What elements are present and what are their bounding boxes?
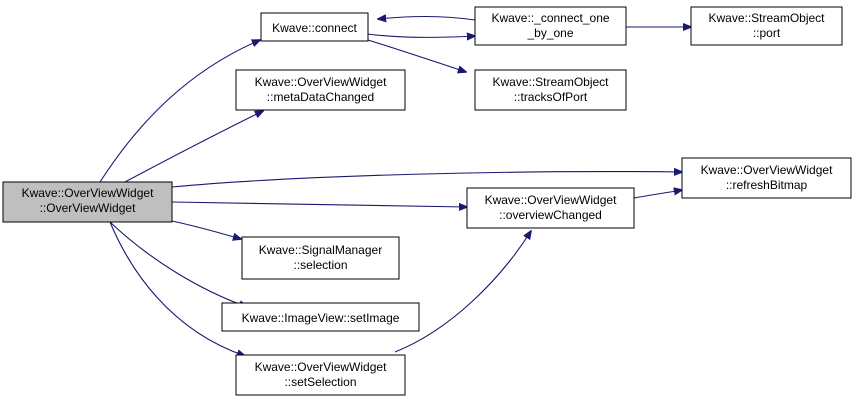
- node-stream-port-line1: Kwave::StreamObject: [708, 11, 825, 25]
- edge-connectone-to-connect: [378, 17, 476, 21]
- node-stream-port-line2: ::port: [753, 26, 781, 40]
- edge-connect-to-tracksofport: [367, 39, 466, 72]
- node-refresh-bitmap[interactable]: Kwave::OverViewWidget ::refreshBitmap: [681, 157, 852, 199]
- edge-ctor-to-setselection: [109, 221, 245, 356]
- node-connect-line1: Kwave::connect: [272, 21, 357, 35]
- node-refresh-bitmap-line2: ::refreshBitmap: [726, 178, 808, 192]
- edge-ctor-to-refreshbitmap: [171, 172, 682, 188]
- node-set-image[interactable]: Kwave::ImageView::setImage: [221, 302, 420, 332]
- node-selection[interactable]: Kwave::SignalManager ::selection: [241, 236, 400, 280]
- edges: [99, 17, 691, 357]
- node-tracks-of-port-line2: ::tracksOfPort: [514, 90, 588, 104]
- edge-ctor-to-connect: [99, 40, 260, 183]
- node-connect-one-line2: _by_one: [526, 26, 573, 40]
- node-set-image-line1: Kwave::ImageView::setImage: [242, 311, 400, 325]
- node-set-selection[interactable]: Kwave::OverViewWidget ::setSelection: [235, 354, 406, 396]
- edge-ctor-to-metadatachanged: [124, 111, 263, 183]
- node-overview-ctor-line2: ::OverViewWidget: [40, 201, 136, 215]
- node-tracks-of-port[interactable]: Kwave::StreamObject ::tracksOfPort: [474, 69, 627, 111]
- node-selection-line1: Kwave::SignalManager: [259, 243, 382, 257]
- node-set-selection-line1: Kwave::OverViewWidget: [255, 360, 387, 374]
- node-set-selection-line2: ::setSelection: [284, 375, 356, 389]
- node-meta-data-changed[interactable]: Kwave::OverViewWidget ::metaDataChanged: [235, 69, 406, 111]
- node-tracks-of-port-line1: Kwave::StreamObject: [492, 75, 609, 89]
- node-overview-changed-line2: ::overviewChanged: [499, 208, 602, 222]
- node-selection-line2: ::selection: [293, 258, 347, 272]
- node-meta-data-changed-line1: Kwave::OverViewWidget: [255, 75, 387, 89]
- node-refresh-bitmap-line1: Kwave::OverViewWidget: [701, 163, 833, 177]
- edge-overviewchanged-to-refreshbitmap: [633, 190, 682, 199]
- node-meta-data-changed-line2: ::metaDataChanged: [267, 90, 374, 104]
- edge-ctor-to-selection: [171, 220, 241, 239]
- node-overview-ctor[interactable]: Kwave::OverViewWidget ::OverViewWidget: [2, 181, 173, 223]
- edge-connect-to-connectone: [366, 34, 475, 37]
- node-connect-one-line1: Kwave::_connect_one: [491, 11, 609, 25]
- edge-ctor-to-overviewchanged: [171, 201, 467, 207]
- node-overview-ctor-line1: Kwave::OverViewWidget: [22, 186, 154, 200]
- node-connect[interactable]: Kwave::connect: [260, 12, 369, 42]
- node-overview-changed-line1: Kwave::OverViewWidget: [485, 193, 617, 207]
- node-connect-one[interactable]: Kwave::_connect_one _by_one: [474, 6, 627, 46]
- node-stream-port[interactable]: Kwave::StreamObject ::port: [690, 6, 843, 46]
- node-overview-changed[interactable]: Kwave::OverViewWidget ::overviewChanged: [466, 187, 635, 229]
- edge-setselection-to-overviewchanged: [394, 231, 531, 353]
- edge-ctor-to-setimage: [109, 221, 247, 307]
